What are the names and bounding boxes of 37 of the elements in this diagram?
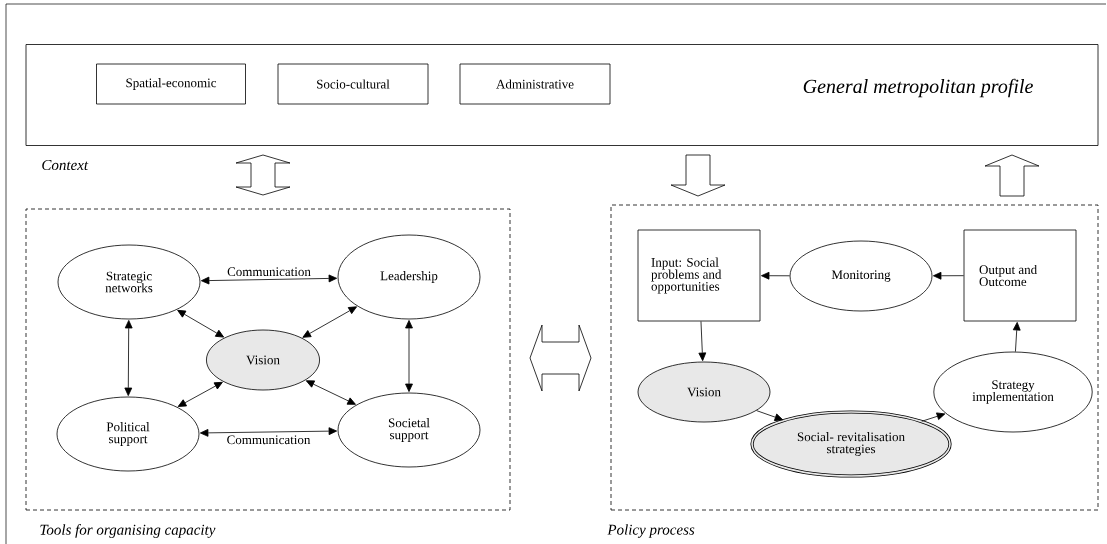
block-arrow — [235, 154, 291, 196]
arrow — [921, 412, 946, 422]
arrow — [305, 380, 356, 405]
block-arrow — [984, 154, 1040, 197]
arrow — [933, 271, 964, 280]
ellipse-node: Strategic networks — [57, 244, 201, 320]
arrow — [124, 320, 133, 396]
process-box: Input: Social problems and opportunities — [637, 229, 761, 322]
arrow — [405, 320, 413, 392]
arrow — [177, 381, 223, 407]
arrow — [698, 321, 707, 362]
arrow — [302, 306, 357, 338]
edge-label: Communication — [225, 434, 312, 446]
arrow — [761, 271, 790, 280]
process-box: Output and Outcome — [963, 229, 1077, 322]
ellipse-node: Political support — [56, 396, 200, 472]
arrow — [199, 427, 338, 437]
ellipse-node: Societal support — [337, 392, 481, 468]
category-box: Spatial-economic — [96, 63, 246, 105]
group-label: Policy process — [607, 524, 695, 538]
context-label: Context — [42, 159, 89, 171]
arrow — [756, 410, 784, 421]
ellipse-node: Leadership — [337, 234, 481, 320]
arrow — [177, 309, 225, 338]
arrow — [200, 274, 338, 285]
category-box: Socio-cultural — [277, 63, 429, 105]
block-arrow — [670, 154, 726, 197]
ellipse-node: Vision — [206, 329, 320, 391]
ellipse-node: Strategy implementation — [933, 351, 1093, 433]
block-arrow — [529, 324, 592, 392]
category-box: Administrative — [459, 63, 611, 105]
group-label: Tools for organising capacity — [40, 524, 216, 538]
edge-label: Communication — [226, 266, 312, 278]
ellipse-node: Vision — [637, 361, 771, 423]
arrow — [1012, 322, 1021, 352]
double-ellipse-node: Social- revitalisation strategies — [750, 410, 952, 478]
ellipse-node: Monitoring — [789, 240, 933, 312]
